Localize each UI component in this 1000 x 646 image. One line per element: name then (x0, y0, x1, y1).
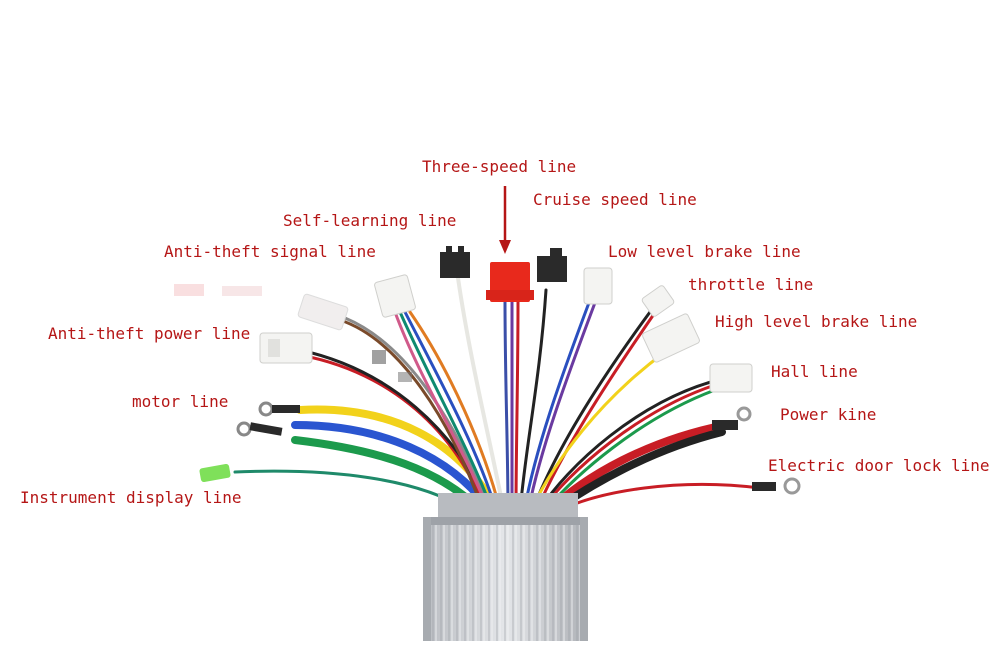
wire-three-speed-white (456, 276, 506, 514)
label-throttle: throttle line (688, 275, 814, 294)
low-brake-connector (583, 267, 613, 305)
instrument-green-connector (199, 463, 231, 483)
high-brake-connector (642, 313, 700, 363)
cruise-black-connector (537, 256, 567, 282)
label-hall: Hall line (771, 362, 858, 381)
label-instrument: Instrument display line (20, 488, 242, 507)
wire-low-brake-blue (522, 298, 592, 514)
anti-theft-power-connector (259, 332, 313, 364)
wire-throttle-red (534, 312, 656, 514)
wire-signal-brown (338, 318, 484, 510)
wire-learn-green (398, 310, 494, 512)
arrow-down-icon (499, 186, 511, 254)
label-cruise-speed: Cruise speed line (533, 190, 697, 209)
wire-learn-pink (393, 310, 490, 512)
wire-motor-blue (291, 421, 494, 514)
label-anti-theft-power: Anti-theft power line (48, 324, 251, 343)
label-anti-theft-signal: Anti-theft signal line (164, 242, 376, 261)
door-lock-ring-terminal (783, 477, 801, 495)
blurred-region (174, 284, 412, 382)
throttle-connector (641, 285, 675, 317)
self-learning-connector (374, 274, 416, 318)
three-speed-black-connector (440, 252, 470, 278)
wire-high-brake-yellow (528, 350, 667, 514)
label-door-lock: Electric door lock line (768, 456, 990, 475)
wire-learn-blue (403, 310, 498, 512)
anti-theft-signal-connector (297, 293, 349, 331)
power-ring-terminal (736, 406, 752, 422)
label-power: Power kine (780, 405, 877, 424)
wire-learn-orange (408, 310, 502, 512)
wire-low-brake-purple (526, 298, 598, 514)
label-high-brake: High level brake line (715, 312, 918, 331)
label-motor: motor line (132, 392, 229, 411)
label-three-speed: Three-speed line (422, 157, 577, 176)
label-low-brake: Low level brake line (608, 242, 801, 261)
controller-housing-icon (423, 493, 588, 641)
wire-three-speed-blue (503, 298, 510, 514)
hall-connector (709, 363, 753, 393)
label-self-learning: Self-learning line (283, 211, 457, 230)
wire-cruise-black (518, 288, 548, 514)
connectors (199, 246, 801, 495)
wire-three-speed-red (514, 298, 520, 514)
